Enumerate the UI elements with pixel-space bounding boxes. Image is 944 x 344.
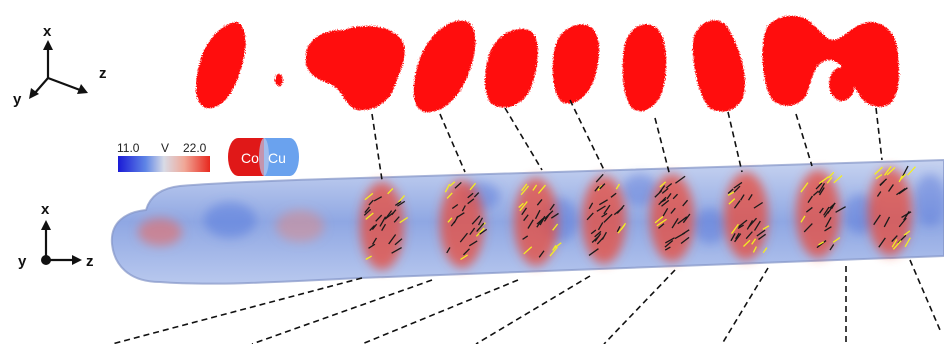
connector-top-7: [796, 114, 812, 166]
co-segment-1: [360, 182, 404, 270]
co-segment-3: [514, 178, 558, 266]
colorbar: 11.0 V 22.0: [117, 141, 210, 172]
axis-z-label-bottom: z: [86, 253, 94, 270]
connector-top-5: [655, 118, 670, 176]
axis-z-label-top: z: [99, 65, 107, 82]
blob-8: [693, 20, 745, 111]
connector-top-4: [570, 100, 605, 172]
connector-bottom-6: [722, 268, 768, 344]
connector-bottom-3: [362, 280, 518, 344]
axis-x-arrow-top: [43, 40, 53, 50]
connector-top-2: [440, 114, 465, 172]
co-segment-blobs: [196, 16, 899, 112]
connector-bottom-1: [112, 278, 362, 344]
axes-triad-top: x z y: [13, 23, 107, 108]
co-segment-6: [724, 172, 768, 260]
blob-5: [485, 29, 538, 108]
blob-1: [196, 22, 246, 108]
blob-6: [553, 25, 599, 104]
axis-z-arrow-bottom: [72, 255, 82, 265]
co-segment-8: [868, 168, 912, 256]
axes-triad-bottom: x z y: [18, 201, 94, 270]
axis-z-line-top: [48, 78, 80, 90]
colorbar-min-label: 11.0: [117, 141, 140, 155]
legend-co-label: Co: [241, 150, 259, 166]
axis-y-line-top: [34, 78, 48, 94]
axis-y-label-top: y: [13, 91, 22, 108]
axis-x-arrow-bottom: [41, 220, 51, 230]
connector-bottom-8: [910, 260, 940, 330]
connector-bottom-5: [604, 270, 675, 344]
axis-x-label-top: x: [43, 23, 52, 40]
blob-4: [414, 21, 476, 112]
connector-top-3: [505, 108, 542, 170]
connector-bottom-2: [252, 280, 432, 344]
axis-x-label-bottom: x: [41, 201, 50, 218]
colorbar-gradient: [118, 156, 210, 172]
legend-cu-label: Cu: [268, 150, 286, 166]
connector-top-8: [876, 108, 882, 160]
axis-y-label-bottom: y: [18, 253, 27, 270]
connector-top-1: [372, 114, 382, 180]
co-segment-4: [582, 176, 626, 264]
nanowire: [112, 160, 944, 284]
material-legend: Co Cu: [228, 138, 299, 176]
blob-2: [275, 74, 283, 86]
colorbar-unit-label: V: [161, 141, 169, 155]
blob-3: [306, 26, 405, 110]
blob-9: [763, 16, 900, 107]
blob-9-small: [829, 67, 855, 101]
connector-top-6: [728, 112, 742, 172]
connector-bottom-4: [476, 276, 590, 344]
axis-y-dot-bottom: [41, 255, 51, 265]
blob-7: [623, 24, 667, 111]
colorbar-max-label: 22.0: [183, 141, 207, 155]
